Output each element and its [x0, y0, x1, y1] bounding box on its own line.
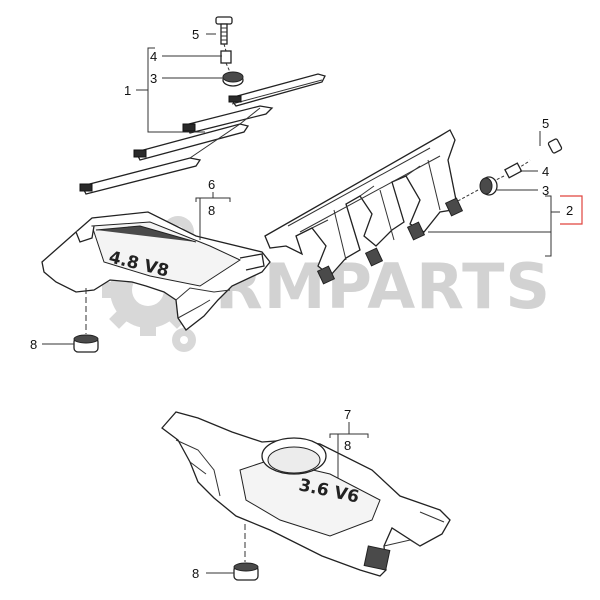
- bolt-icon: [215, 16, 233, 45]
- callout-5-top: 5: [192, 27, 199, 42]
- callout-4-right: 4: [542, 164, 549, 179]
- grommet-right-icon: [479, 176, 498, 196]
- callout-5-right: 5: [542, 116, 549, 131]
- engine-cover-v6-assembly-7: 3.6 V6 7 8 8: [161, 407, 451, 581]
- callout-6: 6: [208, 177, 215, 192]
- callout-8-v8: 8: [30, 337, 37, 352]
- callout-3-right: 3: [542, 183, 549, 198]
- highlight-bracket: [560, 195, 583, 225]
- callout-8-v6-group: 8: [344, 438, 351, 453]
- callout-8-v8-group: 8: [208, 203, 215, 218]
- engine-cover-v6: [161, 411, 451, 577]
- coil-rail-strip: [79, 73, 326, 195]
- callout-8-v6: 8: [192, 566, 199, 581]
- watermark-text: RMPARTS: [215, 250, 551, 323]
- sleeve-icon: [220, 50, 232, 64]
- watermark-gear-small-bottom-icon: [172, 328, 196, 352]
- coil-rail-assembly-1: 5 4 3 1: [79, 16, 326, 195]
- sleeve-right-icon: [504, 162, 523, 179]
- callout-2: 2: [566, 203, 573, 218]
- cover-grommet-v6-icon: [233, 562, 259, 581]
- engine-cover-v8-assembly-6: 4.8 V8 6 8 8: [30, 177, 271, 353]
- coil-bracket: [264, 129, 464, 285]
- callout-4-top: 4: [150, 49, 157, 64]
- coil-bracket-assembly-2: 5 4 3 2: [264, 116, 583, 285]
- engine-cover-v8: [41, 211, 271, 331]
- callout-7: 7: [344, 407, 351, 422]
- bolt-right-icon: [529, 138, 563, 162]
- callout-1: 1: [124, 83, 131, 98]
- grommet-icon: [222, 71, 244, 87]
- cover-grommet-v8-icon: [73, 334, 99, 353]
- callout-3-top: 3: [150, 71, 157, 86]
